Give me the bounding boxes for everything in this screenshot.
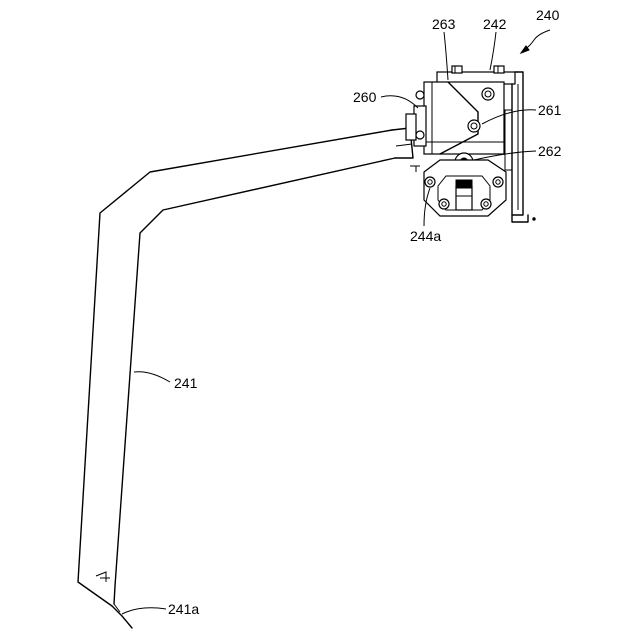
arm-241 bbox=[78, 128, 413, 628]
unit-260 bbox=[406, 82, 504, 172]
label-244a: 244a bbox=[410, 228, 441, 244]
label-240: 240 bbox=[536, 7, 560, 23]
holder-244a bbox=[424, 153, 506, 216]
label-261: 261 bbox=[538, 102, 562, 118]
label-242: 242 bbox=[483, 16, 507, 32]
label-241a: 241a bbox=[168, 601, 199, 617]
label-241: 241 bbox=[174, 375, 198, 391]
label-262: 262 bbox=[538, 143, 562, 159]
label-263: 263 bbox=[432, 16, 456, 32]
label-260: 260 bbox=[353, 89, 377, 105]
